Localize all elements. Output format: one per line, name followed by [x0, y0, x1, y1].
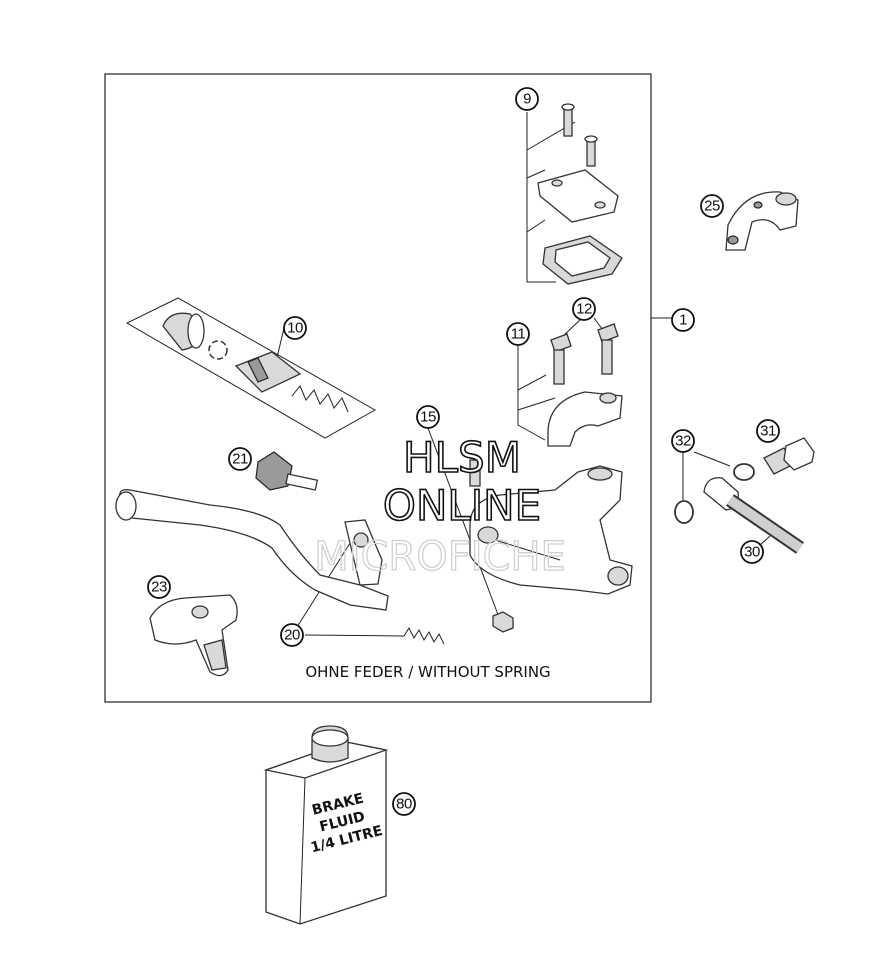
- callout-label: 9: [523, 91, 531, 108]
- part-25-clamp: [725, 191, 799, 251]
- callout-label: 15: [420, 409, 436, 426]
- callout-label: 25: [704, 198, 720, 215]
- piston-spring: [291, 385, 349, 413]
- bolt: [550, 333, 572, 385]
- clamp-half: [547, 391, 623, 447]
- callout-15: 15: [416, 405, 440, 429]
- callout-25: 25: [700, 194, 724, 218]
- callout-label: 80: [396, 796, 412, 813]
- brake-lever: [115, 489, 389, 636]
- watermark-line-3: MICROFICHE: [314, 534, 566, 580]
- callout-label: 12: [576, 301, 592, 318]
- callout-label: 31: [760, 423, 776, 440]
- part-9-reservoir-cover-group: [526, 103, 623, 285]
- part-80-brake-fluid-bottle: BRAKE FLUID 1/4 LITRE: [263, 725, 389, 925]
- screw: [584, 135, 598, 167]
- part-10-piston-kit: [125, 297, 377, 439]
- piston: [234, 351, 302, 393]
- watermark-line-2: ONLINE: [383, 481, 541, 530]
- part-15-pivot-bolt: [427, 427, 514, 633]
- assembly-frame: [104, 73, 652, 703]
- bolt: [597, 323, 619, 375]
- callout-label: 32: [675, 433, 691, 450]
- callout-label: 1: [679, 312, 687, 329]
- callout-label: 30: [744, 544, 760, 561]
- callout-12: 12: [572, 297, 596, 321]
- callout-9: 9: [515, 87, 539, 111]
- screw: [561, 103, 575, 137]
- part-21-adjuster: [255, 451, 319, 491]
- watermark: MICROFICHE HLSM ONLINE: [314, 432, 567, 580]
- callout-label: 11: [511, 326, 526, 343]
- part-20-spring: [403, 626, 445, 645]
- part-23-lever-guard: [149, 594, 238, 677]
- watermark-line-1: HLSM: [403, 433, 521, 482]
- callout-80: 80: [392, 792, 416, 816]
- without-spring-note: OHNE FEDER / WITHOUT SPRING: [305, 663, 550, 681]
- callout-20: 20: [280, 623, 304, 647]
- callout-32: 32: [671, 429, 695, 453]
- banjo-bolt: [763, 437, 815, 475]
- callout-label: 23: [151, 579, 167, 596]
- circlip: [208, 340, 228, 360]
- callout-1: 1: [671, 308, 695, 332]
- callout-label: 20: [284, 627, 300, 644]
- callout-31: 31: [756, 419, 780, 443]
- callout-10: 10: [283, 316, 307, 340]
- washer: [733, 463, 755, 481]
- reservoir-cover: [537, 169, 619, 223]
- part-11-12-bolts-clamp: [517, 317, 623, 447]
- nut: [492, 611, 514, 633]
- master-cylinder-body: [469, 465, 633, 595]
- callout-21: 21: [228, 447, 252, 471]
- callout-11: 11: [506, 322, 530, 346]
- part-30-32-brake-line: [674, 437, 815, 554]
- callout-23: 23: [147, 575, 171, 599]
- washer: [674, 500, 694, 524]
- callout-30: 30: [740, 540, 764, 564]
- callout-label: 10: [287, 320, 303, 337]
- callout-label: 21: [232, 451, 248, 468]
